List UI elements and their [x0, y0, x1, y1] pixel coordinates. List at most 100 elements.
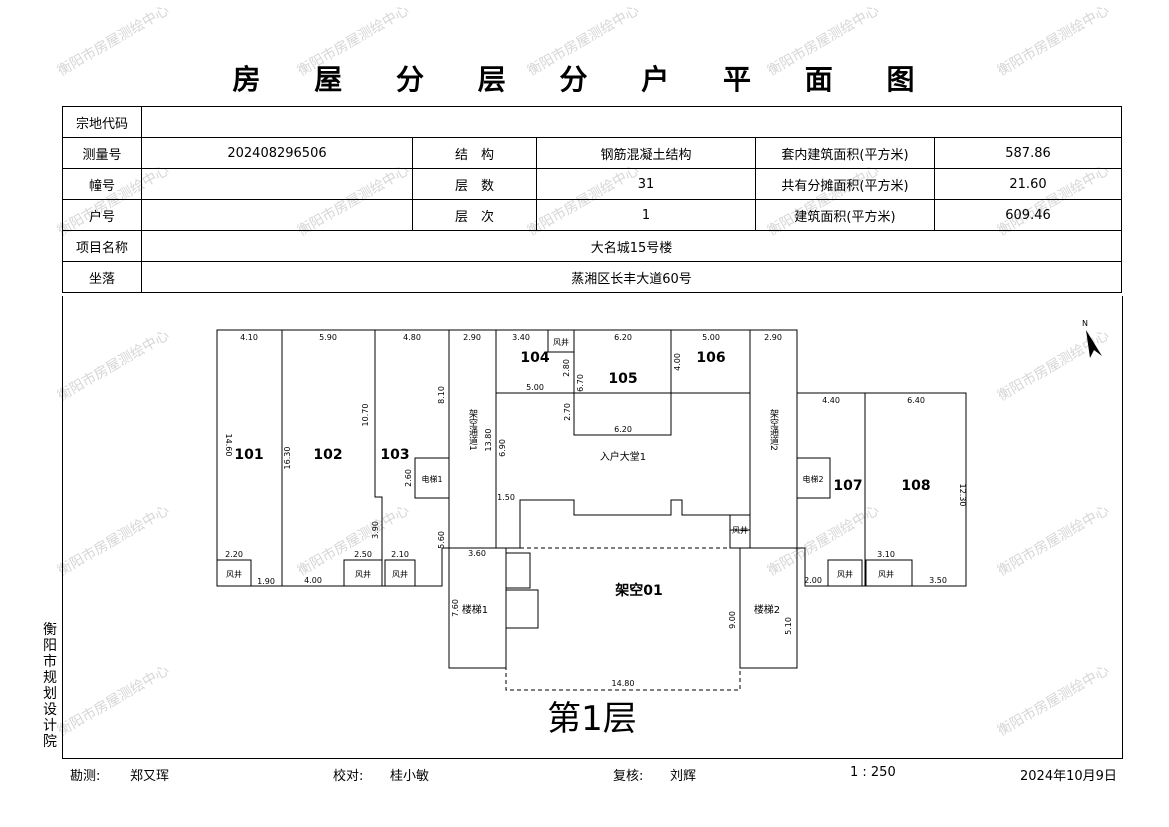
dim-label: 14.80	[612, 679, 635, 688]
open-space-label: 架空01	[614, 582, 662, 599]
surveyor-name: 郑又珲	[130, 769, 170, 784]
open-space-outline	[505, 547, 741, 691]
shaft-outline	[216, 559, 252, 587]
dim-label: 2.90	[764, 333, 782, 342]
dim-label: 4.80	[403, 333, 421, 342]
structure-value: 钢筋混凝土结构	[536, 137, 756, 169]
elevator-2-outline	[796, 457, 831, 499]
shaft-label: 风井	[553, 337, 569, 347]
north-arrow: N	[1082, 319, 1102, 358]
stair-2-label: 楼梯2	[754, 603, 780, 616]
dim-label: 2.80	[562, 359, 571, 377]
dim-label: 2.70	[563, 403, 572, 421]
checker-label: 校对:	[333, 769, 364, 784]
reviewer-label: 复核:	[613, 769, 644, 784]
elevator-2-label: 电梯2	[802, 474, 823, 484]
floor-label: 第1层	[547, 699, 637, 739]
shaft-label: 风井	[226, 569, 242, 579]
room-103-outline	[375, 329, 450, 587]
dim-label: 14.60	[224, 434, 233, 457]
dim-label: 3.40	[512, 333, 530, 342]
dim-label: 9.00	[728, 611, 737, 629]
dim-label: 2.20	[225, 550, 243, 559]
dim-label: 6.40	[907, 396, 925, 405]
shaft-label: 风井	[392, 569, 408, 579]
room-108-outline	[865, 392, 967, 587]
room-108-label: 108	[901, 478, 930, 494]
lobby-outline	[495, 392, 751, 549]
checker-name: 桂小敏	[390, 769, 430, 784]
shaft-outline	[505, 589, 539, 629]
north-label: N	[1082, 319, 1088, 328]
dim-label: 4.00	[673, 353, 682, 371]
building-label: 幢号	[62, 168, 142, 200]
dim-label: 6.90	[498, 439, 507, 457]
dim-label: 12.30	[958, 484, 967, 507]
shaft-outline	[827, 559, 863, 587]
dim-label: 3.50	[929, 576, 947, 585]
building-area-label: 建筑面积(平方米)	[755, 199, 935, 231]
project-label: 项目名称	[62, 230, 142, 262]
info-table: 宗地代码 测量号 202408296506 结 构 钢筋混凝土结构 套内建筑面积…	[62, 106, 1122, 293]
page-title: 房 屋 分 层 分 户 平 面 图	[232, 63, 937, 96]
elevator-1-label: 电梯1	[421, 474, 442, 484]
dim-label: 2.60	[404, 469, 413, 487]
floor-no-value: 1	[536, 199, 756, 231]
dim-label: 5.00	[526, 383, 544, 392]
dim-label: 4.10	[240, 333, 258, 342]
corridor-1-label: 架空通道1	[467, 409, 478, 451]
room-105-label: 105	[608, 371, 637, 387]
dim-label: 6.20	[614, 333, 632, 342]
scale: 1 : 250	[850, 765, 896, 780]
dim-label: 5.00	[702, 333, 720, 342]
dim-label: 5.90	[319, 333, 337, 342]
plan-frame	[62, 296, 1123, 759]
room-106-label: 106	[696, 350, 725, 366]
dim-label: 1.50	[497, 493, 515, 502]
dim-label: 4.40	[822, 396, 840, 405]
shaft-label: 风井	[732, 525, 748, 535]
shaft-outline	[865, 559, 913, 587]
dim-label: 4.00	[304, 576, 322, 585]
location-value: 蒸湘区长丰大道60号	[141, 261, 1122, 293]
dim-label: 2.50	[354, 550, 372, 559]
dim-label: 6.70	[576, 374, 585, 392]
shared-area-value: 21.60	[934, 168, 1122, 200]
shaft-outline	[343, 559, 383, 587]
floors-value: 31	[536, 168, 756, 200]
shaft-outline	[547, 329, 575, 353]
elevator-1-outline	[414, 457, 450, 499]
corridor-2-label: 架空通道2	[768, 409, 779, 451]
dim-label: 7.60	[451, 599, 460, 617]
dim-label: 10.70	[361, 404, 370, 427]
room-107-label: 107	[833, 478, 862, 494]
room-101-label: 101	[234, 447, 263, 463]
building-area-value: 609.46	[934, 199, 1122, 231]
dim-label: 3.10	[877, 550, 895, 559]
date: 2024年10月9日	[1020, 769, 1117, 784]
inner-area-value: 587.86	[934, 137, 1122, 169]
surveyor-label: 勘测:	[70, 769, 101, 784]
shaft-label: 风井	[878, 569, 894, 579]
shaft-outline	[505, 552, 531, 589]
dim-label: 5.10	[784, 617, 793, 635]
dim-label: 2.10	[391, 550, 409, 559]
reviewer-name: 刘辉	[670, 769, 697, 784]
room-103-label: 103	[380, 447, 409, 463]
dim-label: 5.60	[437, 531, 446, 549]
dim-label: 3.90	[371, 521, 380, 539]
room-102-label: 102	[313, 447, 342, 463]
shaft-label: 风井	[837, 569, 853, 579]
parcel-code-label: 宗地代码	[62, 106, 142, 138]
dim-label: 3.60	[468, 549, 486, 558]
stair-1-label: 楼梯1	[462, 603, 488, 616]
room-105-outline	[573, 329, 672, 436]
side-note: 衡阳市规划设计院	[43, 622, 57, 750]
shaft-label: 风井	[355, 569, 371, 579]
north-arrow-icon	[1086, 330, 1102, 358]
dim-label: 1.90	[257, 577, 275, 586]
dim-label: 8.10	[437, 386, 446, 404]
dim-label: 16.30	[283, 447, 292, 470]
dim-label: 2.90	[463, 333, 481, 342]
